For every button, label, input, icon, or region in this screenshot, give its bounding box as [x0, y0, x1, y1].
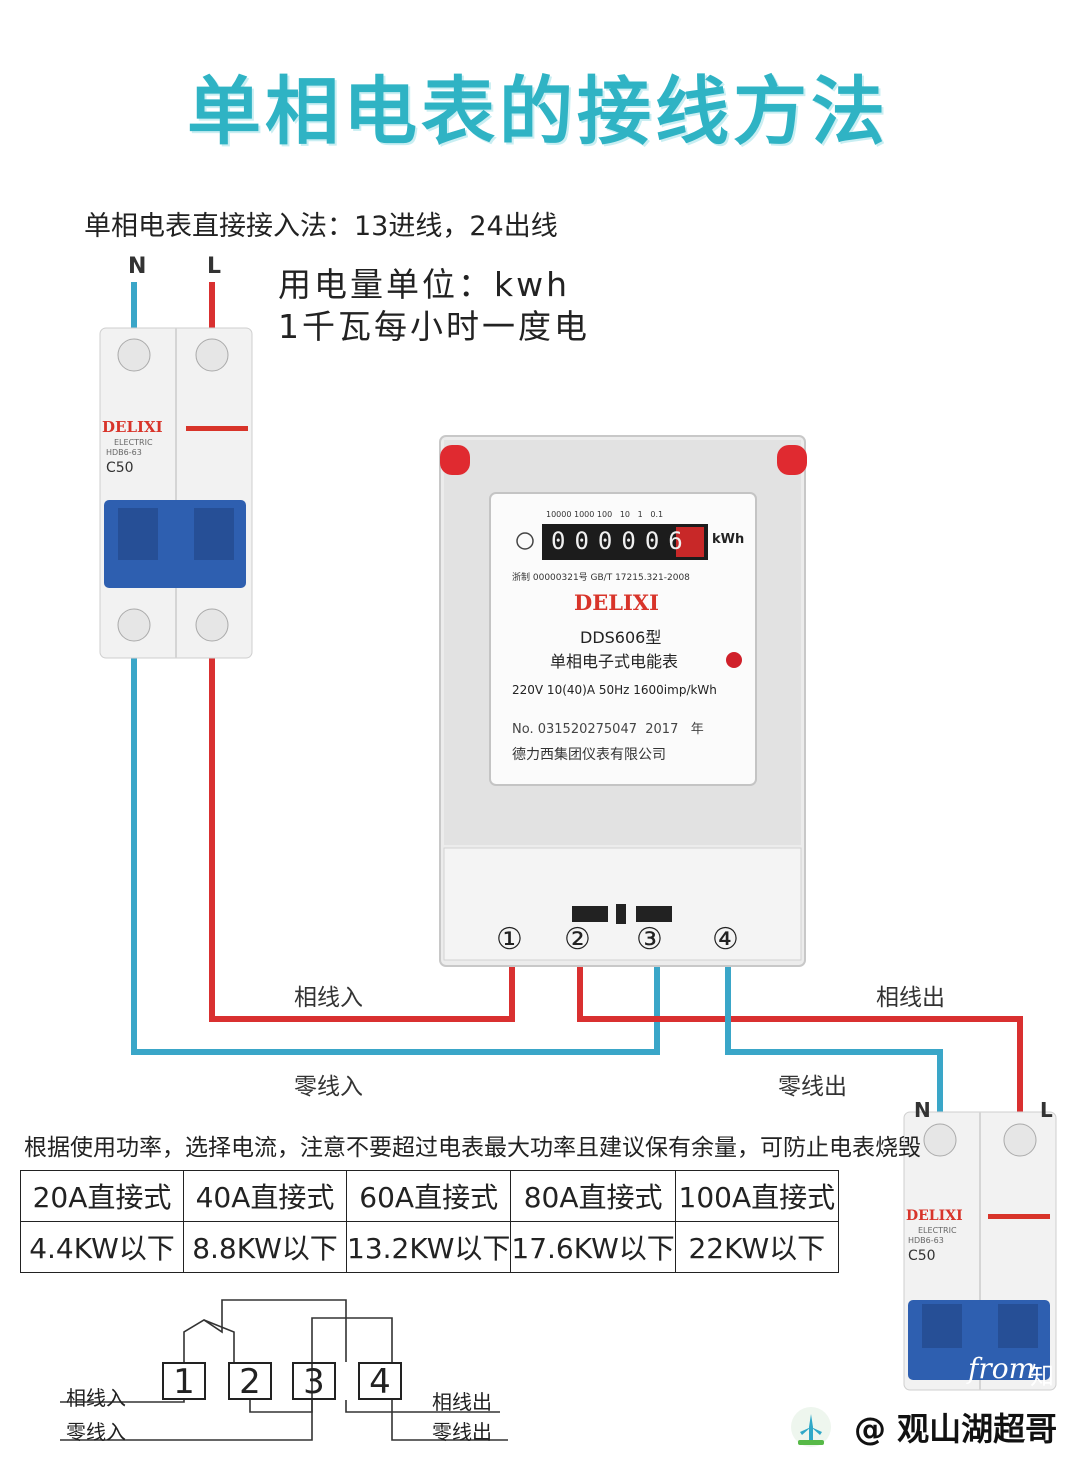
breaker-sub: ELECTRIC: [114, 438, 153, 447]
selection-hint: 根据使用功率，选择电流，注意不要超过电表最大功率且建议保有余量，可防止电表烧毁: [24, 1135, 921, 1161]
watermark-from: from: [968, 1352, 1036, 1385]
register-digits: 000006: [551, 527, 692, 555]
table-cell: 13.2KW以下: [345, 1221, 512, 1273]
register-unit: kWh: [712, 532, 745, 547]
schematic-terminal-4: 4: [358, 1362, 402, 1400]
neutral-out-label: 零线出: [778, 1074, 847, 1100]
line-label: L: [1040, 1098, 1053, 1122]
breaker-brand: DELIXI: [906, 1208, 963, 1224]
screw-icon: [923, 1123, 957, 1157]
screw-icon: [117, 608, 151, 642]
top-circuit-breaker: [99, 327, 253, 659]
scale-label: 100: [596, 510, 613, 519]
windmill-icon: [791, 1407, 831, 1447]
serial-prefix: No.: [512, 722, 534, 737]
schematic-phase-in: 相线入: [66, 1386, 126, 1410]
terminal-3: ③: [636, 922, 663, 957]
screw-icon: [1003, 1123, 1037, 1157]
page-title: 单相电表的接线方法: [187, 69, 889, 155]
table-cell: 80A直接式: [510, 1170, 676, 1222]
seal-icon: [777, 445, 807, 475]
terminal-4: ④: [712, 922, 739, 957]
digit: 0: [621, 527, 645, 555]
breaker-rating: C50: [106, 460, 134, 476]
screw-icon: [195, 608, 229, 642]
current-rating-table: 20A直接式 40A直接式 60A直接式 80A直接式 100A直接式 4.4K…: [20, 1170, 839, 1273]
scale-label: 10000: [546, 510, 572, 519]
schematic-neutral-out: 零线出: [432, 1420, 492, 1444]
meter-year: 2017: [645, 722, 679, 737]
terminal-1: ①: [496, 922, 523, 957]
schematic-terminal-1: 1: [162, 1362, 206, 1400]
energy-unit-definition: 1千瓦每小时一度电: [278, 307, 590, 346]
digit: 0: [597, 527, 622, 555]
bottom-circuit-breaker: [903, 1111, 1057, 1391]
meter-name: 单相电子式电能表: [550, 652, 679, 671]
breaker-rating: C50: [908, 1248, 936, 1264]
neutral-out-wire: [725, 958, 943, 1140]
terminal-2: ②: [564, 922, 591, 957]
register-scale: 10000 1000 100 10 1 0.1: [546, 510, 663, 519]
table-cell: 100A直接式: [674, 1170, 839, 1222]
phase-out-wire: [577, 958, 1023, 1140]
neutral-in-label: 零线入: [294, 1074, 363, 1100]
breaker-brand: DELIXI: [102, 418, 163, 436]
table-cell: 17.6KW以下: [510, 1221, 676, 1273]
watermark-handle: @ 观山湖超哥: [854, 1410, 1058, 1448]
table-cell: 40A直接式: [183, 1170, 347, 1222]
table-cell: 20A直接式: [20, 1170, 184, 1222]
digit: 6: [668, 527, 692, 555]
breaker-sub: ELECTRIC: [918, 1226, 957, 1235]
table-cell: 22KW以下: [674, 1221, 839, 1273]
table-row: 20A直接式 40A直接式 60A直接式 80A直接式 100A直接式: [20, 1170, 839, 1222]
screw-icon: [195, 338, 229, 372]
line-label: L: [207, 254, 222, 279]
scale-label: 1000: [574, 510, 595, 519]
schematic-terminal-2: 2: [228, 1362, 272, 1400]
serial-number: 031520275047: [537, 722, 637, 737]
meter-serial: No. 031520275047 2017 年: [512, 718, 704, 737]
screw-icon: [117, 338, 151, 372]
energy-unit-text: 用电量单位：kwh: [278, 265, 571, 304]
neutral-label: N: [128, 254, 147, 279]
wiring-method-text: 单相电表直接接入法：13进线，24出线: [84, 211, 558, 242]
seal-icon: [440, 445, 470, 475]
scale-label: 1: [637, 510, 643, 519]
schematic-phase-out: 相线出: [432, 1390, 492, 1414]
watermark-platform: 知: [1030, 1362, 1054, 1390]
table-cell: 60A直接式: [345, 1170, 512, 1222]
year-suffix: 年: [690, 722, 704, 737]
neutral-label: N: [914, 1098, 931, 1122]
meter-certification: 浙制 00000321号 GB/T 17215.321-2008: [512, 573, 690, 583]
table-row: 4.4KW以下 8.8KW以下 13.2KW以下 17.6KW以下 22KW以下: [20, 1221, 839, 1273]
scale-label: 0.1: [650, 510, 664, 519]
meter-spec: 220V 10(40)A 50Hz 1600imp/kWh: [512, 683, 717, 697]
meter-model: DDS606型: [580, 628, 662, 647]
phase-in-label: 相线入: [294, 985, 363, 1011]
schematic-neutral-in: 零线入: [66, 1420, 126, 1444]
meter-faceplate: [489, 492, 757, 786]
table-cell: 8.8KW以下: [183, 1221, 347, 1273]
schematic-terminal-3: 3: [292, 1362, 336, 1400]
schematic-lines: [60, 1299, 508, 1441]
scale-label: 10: [619, 510, 631, 519]
meter-maker: 德力西集团仪表有限公司: [512, 747, 666, 763]
digit: 0: [574, 527, 598, 555]
breaker-model: HDB6-63: [908, 1236, 944, 1245]
watermark: @ 观山湖超哥: [790, 1402, 1070, 1454]
pulse-led-icon: [726, 652, 742, 668]
phase-out-label: 相线出: [876, 985, 945, 1011]
digit: 0: [644, 527, 669, 555]
electric-meter: [439, 435, 807, 967]
breaker-model: HDB6-63: [106, 448, 142, 457]
meter-brand: DELIXI: [574, 590, 659, 615]
digit: 0: [551, 527, 575, 555]
table-cell: 4.4KW以下: [20, 1221, 184, 1273]
